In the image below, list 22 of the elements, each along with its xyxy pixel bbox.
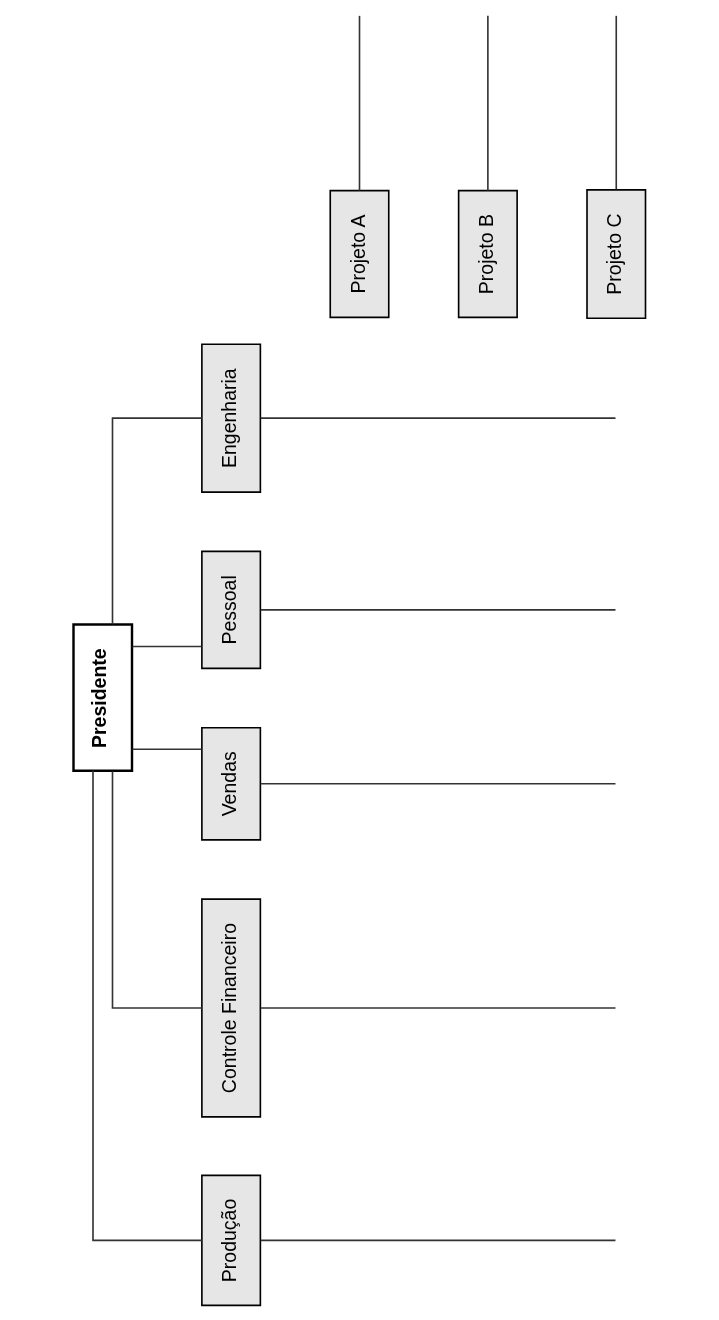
connector: [131, 645, 203, 648]
connector: [259, 417, 617, 419]
connector: [111, 770, 203, 1009]
connector: [111, 417, 203, 626]
connector: [615, 15, 618, 191]
connector: [259, 1239, 617, 1242]
node-box: Pessoal: [201, 550, 262, 670]
connector: [259, 609, 617, 611]
connector: [487, 15, 489, 192]
node-box: Engenharia: [201, 343, 262, 493]
node-box: Projeto B: [457, 189, 518, 319]
connector: [131, 748, 203, 751]
node-box: Vendas: [201, 726, 262, 841]
connector: [259, 1007, 617, 1009]
node-box: Produção: [201, 1174, 262, 1307]
node-box: Presidente: [72, 623, 134, 772]
connector: [259, 782, 617, 785]
node-box: Projeto C: [586, 189, 647, 320]
connector: [92, 770, 203, 1242]
connector: [358, 15, 361, 192]
node-box: Controle Financeiro: [201, 898, 262, 1118]
node-box: Projeto A: [329, 189, 390, 319]
